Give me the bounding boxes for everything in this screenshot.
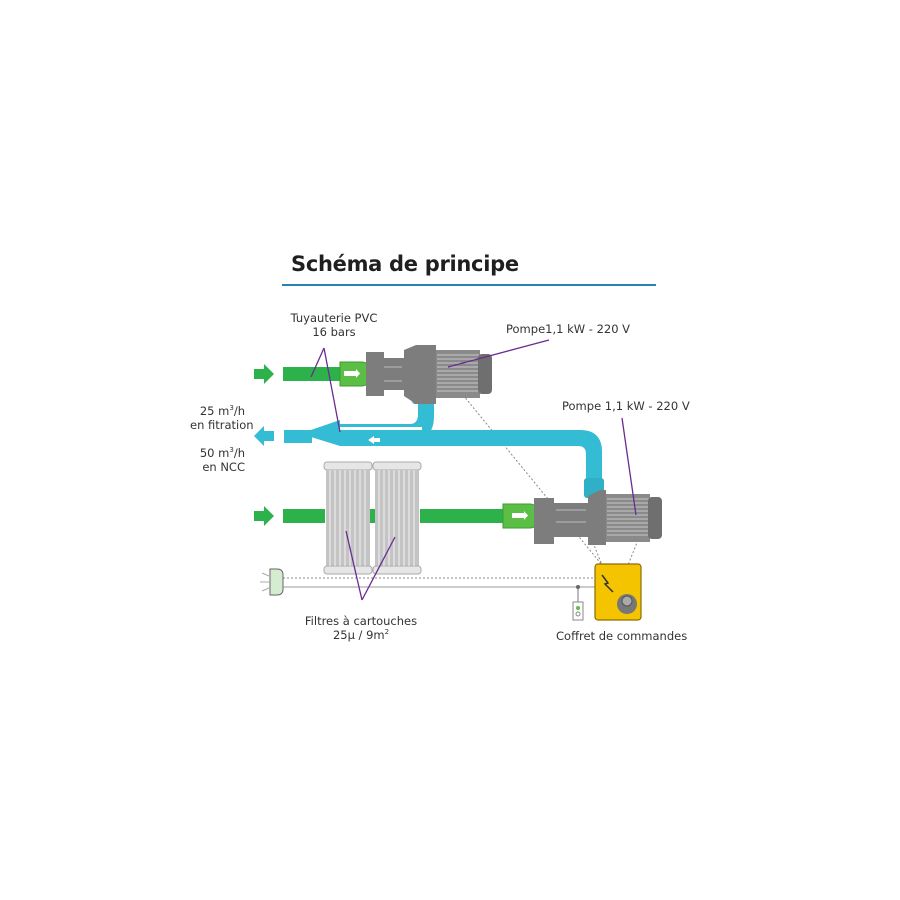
pump-bottom-label: Pompe 1,1 kW - 220 V xyxy=(562,399,690,413)
lightning-bolt-icon xyxy=(601,574,614,593)
filter-cartridges xyxy=(323,461,422,575)
title-underline xyxy=(282,284,656,286)
pump-top-label: Pompe1,1 kW - 220 V xyxy=(506,322,631,336)
arrow-right-icon xyxy=(254,364,274,384)
inlet-pipe-bottom xyxy=(283,509,325,523)
spotlight-icon xyxy=(260,568,284,596)
arrow-right-icon xyxy=(254,506,274,526)
probe-icon xyxy=(572,601,584,621)
pipe-label: Tuyauterie PVC 16 bars xyxy=(286,311,382,339)
flow-filtration-label: 25 m3/h en fitration xyxy=(190,404,254,432)
flow-arrows xyxy=(368,414,380,444)
pump-top xyxy=(366,345,492,404)
pipe-label-line1: Tuyauterie PVC xyxy=(290,311,378,325)
arrow-left-icon xyxy=(254,426,274,446)
flow-ncc-label: 50 m3/h en NCC xyxy=(199,446,245,474)
filters-label: Filtres à cartouches 25µ / 9m2 xyxy=(304,614,418,642)
control-box-label: Coffret de commandes xyxy=(556,629,688,643)
page-title: Schéma de principe xyxy=(291,252,519,276)
leader-lines xyxy=(310,339,637,601)
pump-bottom xyxy=(534,490,662,545)
pipe-label-line2: 16 bars xyxy=(312,325,356,339)
control-box xyxy=(594,563,642,621)
